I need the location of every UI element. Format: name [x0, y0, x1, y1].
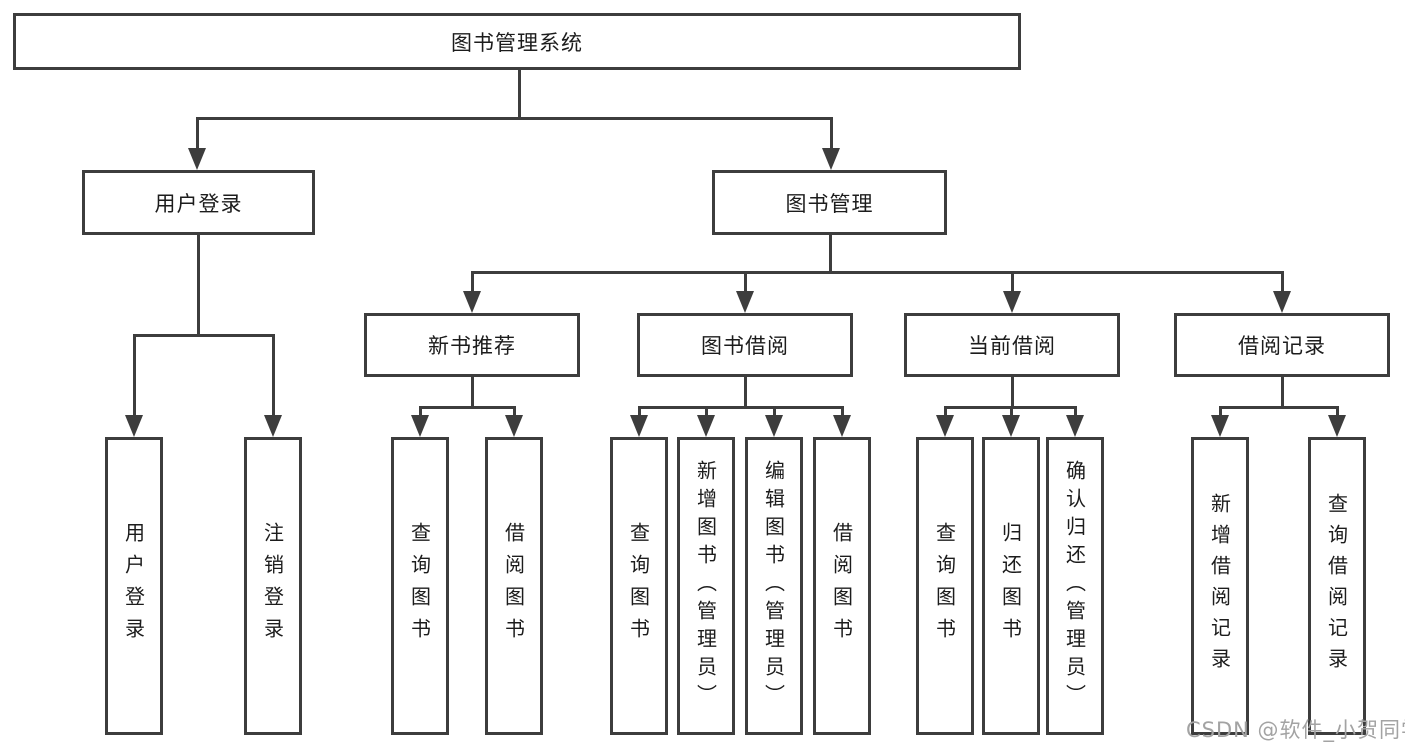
- arrow-down-icon: [765, 415, 783, 437]
- arrow-down-icon: [1002, 415, 1020, 437]
- connector-line: [705, 406, 708, 418]
- arrow-down-icon: [505, 415, 523, 437]
- arrow-down-icon: [697, 415, 715, 437]
- node-current-borrowing: 当前借阅: [904, 313, 1120, 377]
- connector-line: [197, 234, 200, 336]
- arrow-down-icon: [630, 415, 648, 437]
- connector-line: [471, 271, 1284, 274]
- arrow-down-icon: [1003, 291, 1021, 313]
- arrow-down-icon: [936, 415, 954, 437]
- connector-line: [638, 406, 641, 418]
- node-root-library-management-system: 图书管理系统: [13, 13, 1021, 70]
- arrow-down-icon: [1273, 291, 1291, 313]
- node-user-login: 用户登录: [82, 170, 315, 235]
- connector-line: [471, 376, 474, 409]
- connector-line: [1219, 406, 1222, 418]
- connector-line: [419, 406, 516, 409]
- connector-line: [829, 234, 832, 274]
- connector-line: [1074, 406, 1077, 418]
- arrow-down-icon: [1066, 415, 1084, 437]
- arrow-down-icon: [188, 148, 206, 170]
- connector-line: [196, 117, 833, 120]
- connector-line: [1010, 406, 1013, 418]
- connector-line: [830, 117, 833, 150]
- connector-line: [513, 406, 516, 418]
- node-book-management: 图书管理: [712, 170, 947, 235]
- leaf-user-login: 用户登录: [105, 437, 163, 735]
- leaf-edit-books-admin: 编辑图书（管理员）: [745, 437, 803, 735]
- arrow-down-icon: [833, 415, 851, 437]
- node-book-borrowing: 图书借阅: [637, 313, 853, 377]
- leaf-recommend-query-books: 查询图书: [391, 437, 449, 735]
- leaf-borrowing-query-books: 查询图书: [610, 437, 668, 735]
- connector-line: [1281, 376, 1284, 409]
- arrow-down-icon: [736, 291, 754, 313]
- leaf-current-query-books: 查询图书: [916, 437, 974, 735]
- node-borrowing-records: 借阅记录: [1174, 313, 1390, 377]
- connector-line: [841, 406, 844, 418]
- connector-line: [133, 334, 275, 337]
- leaf-confirm-return-admin: 确认归还（管理员）: [1046, 437, 1104, 735]
- arrow-down-icon: [1211, 415, 1229, 437]
- leaf-add-books-admin: 新增图书（管理员）: [677, 437, 735, 735]
- leaf-borrow-books: 借阅图书: [813, 437, 871, 735]
- csdn-watermark: CSDN @软件_小贺同学: [1186, 718, 1405, 742]
- leaf-recommend-borrow-books: 借阅图书: [485, 437, 543, 735]
- connector-line: [1011, 376, 1014, 409]
- leaf-query-borrow-record: 查询借阅记录: [1308, 437, 1366, 735]
- connector-line: [773, 406, 776, 418]
- connector-line: [518, 70, 521, 120]
- arrow-down-icon: [264, 415, 282, 437]
- arrow-down-icon: [411, 415, 429, 437]
- connector-line: [419, 406, 422, 418]
- connector-line: [1281, 271, 1284, 293]
- connector-line: [272, 334, 275, 418]
- leaf-return-books: 归还图书: [982, 437, 1040, 735]
- connector-line: [1219, 406, 1339, 409]
- connector-line: [1336, 406, 1339, 418]
- connector-line: [944, 406, 947, 418]
- leaf-add-borrow-record: 新增借阅记录: [1191, 437, 1249, 735]
- connector-line: [196, 117, 199, 150]
- connector-line: [471, 271, 474, 293]
- connector-line: [744, 376, 747, 409]
- arrow-down-icon: [822, 148, 840, 170]
- connector-line: [133, 334, 136, 418]
- connector-line: [744, 271, 747, 293]
- arrow-down-icon: [463, 291, 481, 313]
- arrow-down-icon: [1328, 415, 1346, 437]
- connector-line: [638, 406, 844, 409]
- leaf-logout: 注销登录: [244, 437, 302, 735]
- arrow-down-icon: [125, 415, 143, 437]
- node-new-book-recommendation: 新书推荐: [364, 313, 580, 377]
- connector-line: [1011, 271, 1014, 293]
